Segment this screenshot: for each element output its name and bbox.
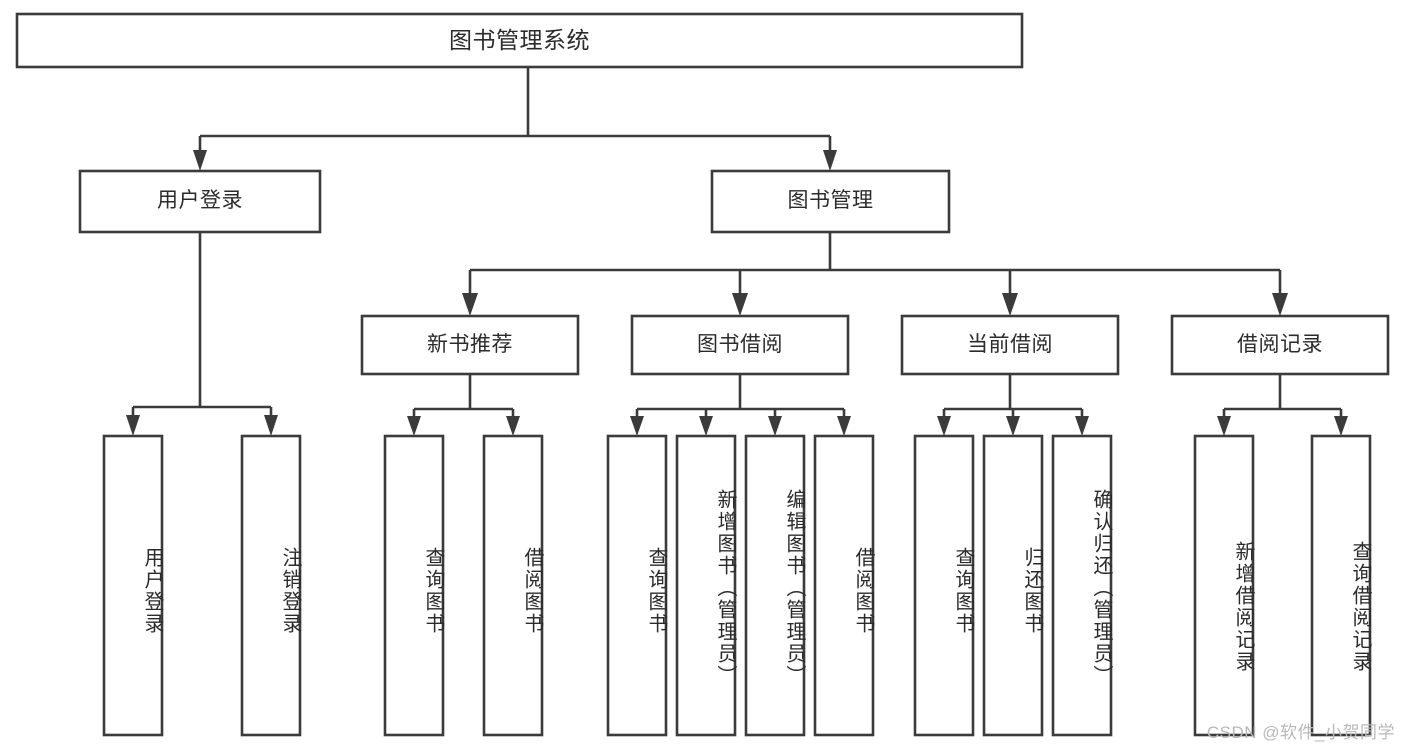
node-box-leaf-2[interactable] [383,434,445,737]
node-box-leaf-5[interactable] [675,434,737,737]
node-box-user-login[interactable] [78,169,322,234]
connector-book-management-to-level3 [462,232,1288,316]
node-box-book-borrow[interactable] [630,314,850,376]
node-box-leaf-10[interactable] [1051,434,1113,737]
node-box-current-borrow[interactable] [900,314,1120,376]
node-box-new-book-recommend[interactable] [360,314,580,376]
node-box-leaf-0[interactable] [102,434,164,737]
connector-book-borrow-to-leaves [630,374,851,436]
node-box-root[interactable] [15,12,1024,69]
node-box-borrow-record[interactable] [1170,314,1390,376]
csdn-watermark: CSDN @软件_小贺同学 [1206,723,1395,742]
node-box-leaf-8[interactable] [913,434,975,737]
node-box-leaf-9[interactable] [982,434,1044,737]
node-box-leaf-11[interactable] [1193,434,1255,737]
node-box-leaf-12[interactable] [1310,434,1372,737]
connector-borrow-record-to-leaves [1217,374,1348,436]
node-box-leaf-1[interactable] [240,434,302,737]
node-box-book-management[interactable] [710,169,951,234]
node-box-leaf-4[interactable] [606,434,668,737]
connector-current-borrow-to-leaves [937,374,1089,436]
connector-root-to-level2 [193,67,837,171]
node-box-leaf-7[interactable] [813,434,875,737]
node-box-leaf-3[interactable] [482,434,544,737]
connector-new-book-recommend-to-leaves [407,374,520,436]
connector-user-login-to-leaves [126,232,278,436]
node-box-leaf-6[interactable] [744,434,806,737]
